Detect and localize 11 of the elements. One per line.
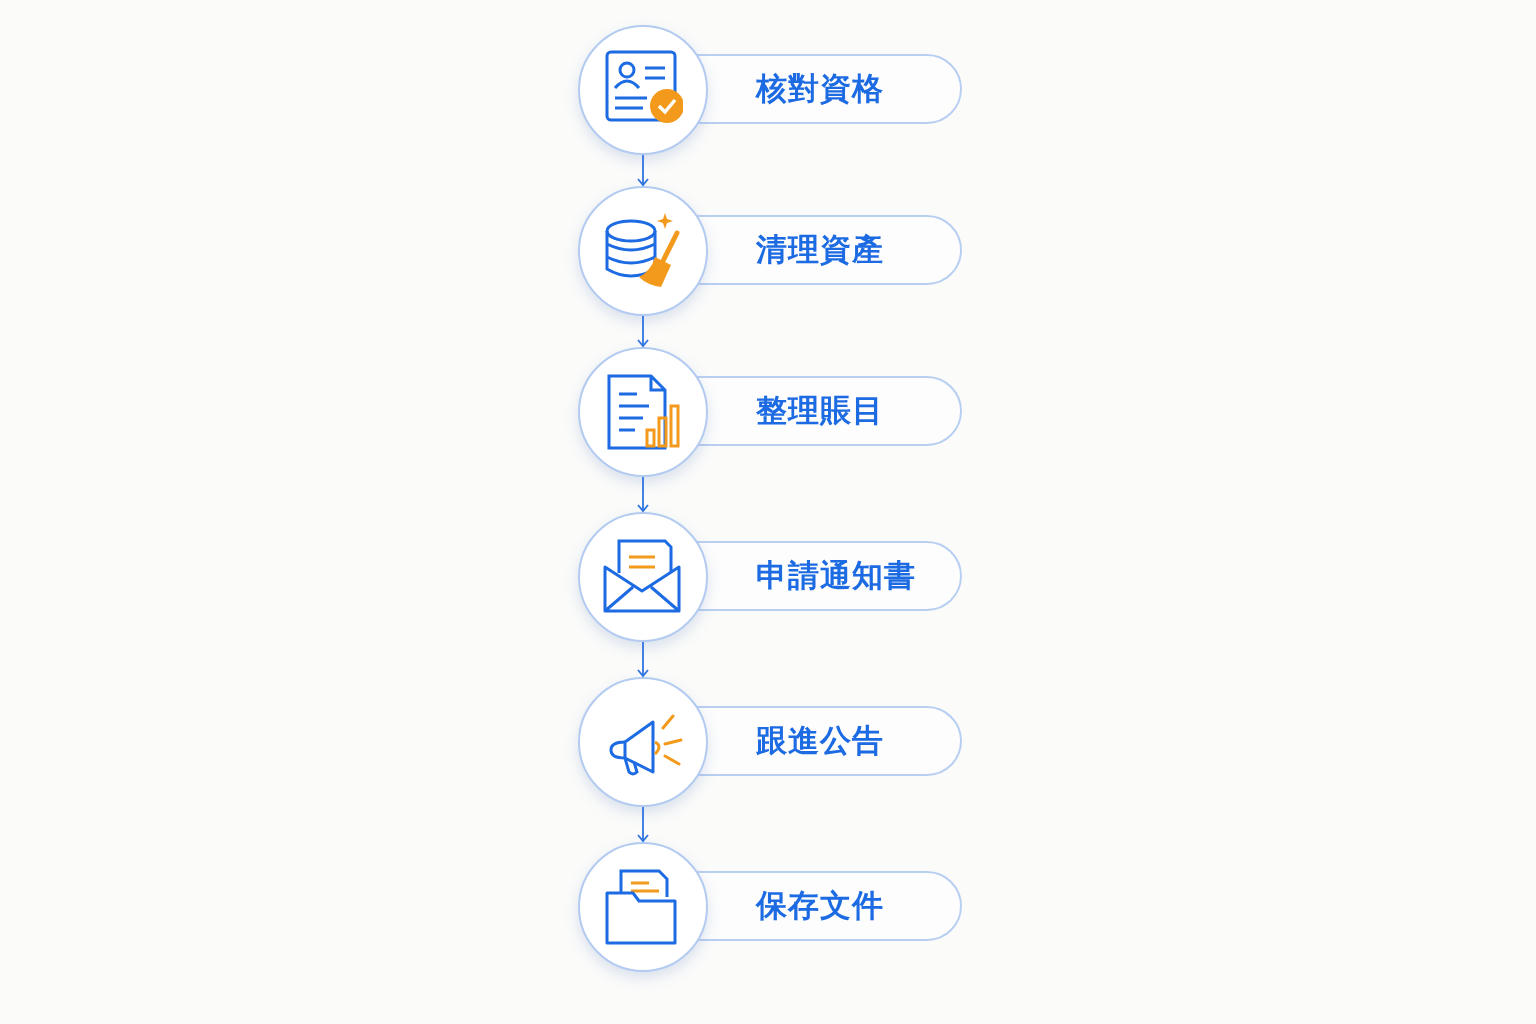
step-label: 申請通知書 xyxy=(756,556,916,595)
arrow xyxy=(637,806,649,842)
arrow xyxy=(637,641,649,677)
arrow xyxy=(637,476,649,512)
step-label: 整理賬目 xyxy=(756,391,884,430)
arrow xyxy=(637,154,649,186)
step-label: 跟進公告 xyxy=(756,721,884,760)
step-label: 清理資產 xyxy=(756,230,884,269)
arrow xyxy=(637,315,649,347)
step-label: 保存文件 xyxy=(756,886,884,925)
step-label: 核對資格 xyxy=(756,69,884,108)
